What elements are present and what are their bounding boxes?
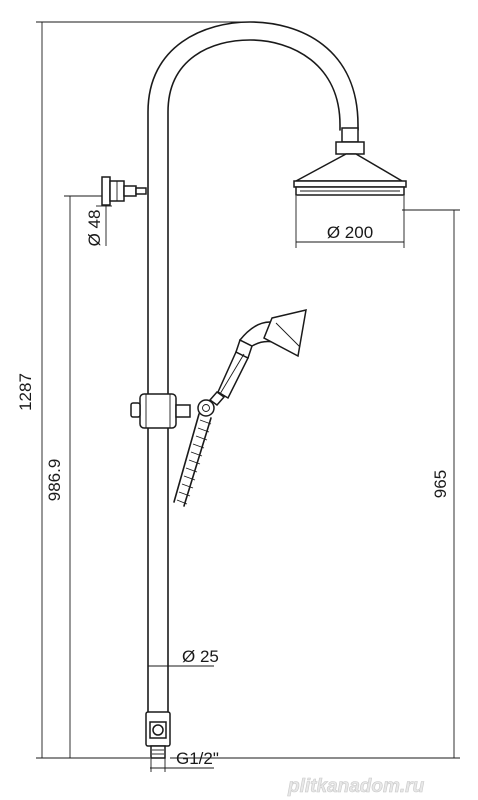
bracket-height-label: 986.9 [45, 459, 64, 502]
wall-bracket-top [101, 176, 147, 206]
pipe-diameter-label: Ø 25 [182, 647, 219, 666]
hand-shower [208, 309, 307, 407]
bottom-connection [145, 711, 171, 759]
total-height-label: 1287 [16, 373, 35, 411]
dimension-lines [36, 21, 460, 772]
shower-riser-pipe [147, 21, 359, 713]
watermark-text: plitkanadom.ru [287, 776, 425, 797]
flexible-hose [173, 413, 212, 507]
head-height-label: 965 [431, 470, 450, 498]
sliding-bracket [130, 393, 215, 429]
bracket-diameter-label: Ø 48 [85, 210, 104, 247]
overhead-shower-head [293, 127, 407, 196]
head-diameter-label: Ø 200 [327, 223, 373, 242]
connection-thread-label: G1/2" [176, 749, 219, 768]
